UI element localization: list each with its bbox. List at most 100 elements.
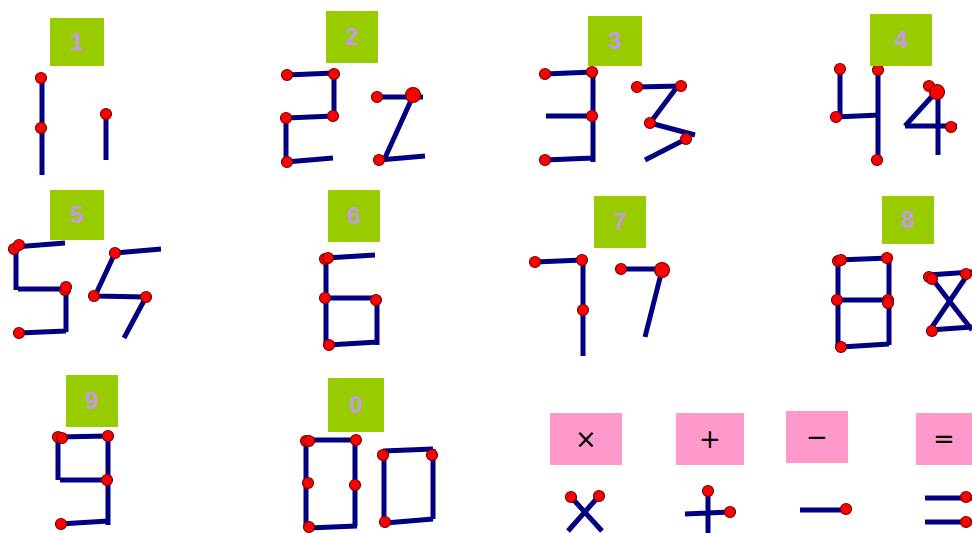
digit-tag: 4 (870, 14, 932, 66)
match-head (282, 157, 293, 168)
match-head (725, 507, 736, 518)
matchstick-four (831, 64, 958, 166)
match-head (873, 65, 884, 76)
match-head (378, 450, 389, 461)
match-head (371, 295, 382, 306)
match-head (281, 113, 292, 124)
match-head (961, 492, 972, 503)
match-head (645, 118, 656, 129)
match-head (61, 282, 72, 293)
matchstick-seven (530, 255, 670, 357)
operator-label: + (699, 426, 721, 452)
operator-tag: × (550, 413, 622, 465)
match-head (578, 305, 589, 316)
matchstick-figure (838, 258, 972, 347)
matchstick-figure (305, 440, 433, 528)
match-head (841, 504, 852, 515)
match-head (831, 112, 842, 123)
match-head (372, 92, 383, 103)
match-head (14, 240, 25, 251)
match-head (374, 155, 385, 166)
digit-label: 3 (608, 29, 621, 53)
match-head (406, 88, 421, 103)
digit-label: 7 (613, 210, 626, 234)
match-head (14, 328, 25, 339)
match-head (323, 253, 334, 264)
matchstick-figure (545, 72, 695, 162)
operator-label: × (575, 426, 597, 452)
matchstick-two (281, 69, 426, 168)
digit-tag: 7 (594, 196, 646, 248)
match-head (587, 67, 598, 78)
digit-label: 5 (70, 203, 83, 227)
match-head (566, 492, 577, 503)
matchstick-eight (832, 253, 972, 353)
match-head (303, 478, 314, 489)
match-head (103, 431, 114, 442)
match-head (530, 257, 541, 268)
digit-tag: 6 (328, 190, 380, 242)
matchstick-figure (42, 78, 106, 175)
match-head (961, 269, 972, 280)
matchstick-minus (800, 504, 852, 515)
digit-label: 8 (901, 208, 914, 232)
match-head (102, 475, 113, 486)
digit-label: 9 (85, 389, 98, 413)
matchstick-nine (53, 431, 114, 530)
match-head (57, 433, 68, 444)
match-head (89, 291, 100, 302)
match-head (961, 517, 972, 528)
digit-tag: 9 (66, 375, 118, 427)
match-head (836, 255, 847, 266)
match-head (594, 491, 605, 502)
matchstick-one (36, 73, 112, 176)
matchstick-five (9, 240, 162, 339)
matchstick-figure (535, 260, 662, 356)
match-head (320, 293, 331, 304)
match-head (577, 255, 588, 266)
match-head (540, 155, 551, 166)
operator-label: − (806, 424, 828, 450)
match-head (350, 480, 361, 491)
operator-tag: + (676, 413, 744, 465)
digit-tag: 1 (50, 18, 104, 66)
match-head (836, 342, 847, 353)
digit-tag: 8 (882, 196, 934, 244)
match-head (110, 248, 121, 259)
match-head (36, 123, 47, 134)
match-head (101, 109, 112, 120)
matchstick-figure (286, 73, 425, 162)
digit-label: 4 (894, 28, 907, 52)
match-head (832, 295, 843, 306)
matchstick-figure (800, 508, 845, 513)
match-head (587, 111, 598, 122)
match-head (703, 486, 714, 497)
matchstick-figure (14, 243, 161, 338)
match-head (655, 263, 670, 278)
match-head (141, 292, 152, 303)
match-head (56, 519, 67, 530)
match-head (324, 340, 335, 351)
match-head (927, 326, 938, 337)
match-head (632, 82, 643, 93)
match-head (946, 122, 957, 133)
operator-tag: = (916, 413, 972, 465)
digit-label: 1 (70, 30, 83, 54)
match-head (329, 69, 340, 80)
match-head (380, 517, 391, 528)
match-head (883, 298, 894, 309)
matchstick-figure (685, 491, 730, 533)
matchstick-six (320, 253, 382, 351)
match-head (304, 522, 315, 533)
matchstick-zero (301, 435, 438, 533)
digit-tag: 2 (326, 11, 378, 63)
matchstick-three (540, 67, 696, 166)
matchstick-plus (685, 486, 736, 533)
match-head (872, 155, 883, 166)
operator-label: = (933, 426, 955, 452)
match-head (835, 64, 846, 75)
match-head (930, 85, 945, 100)
operator-tag: − (786, 411, 848, 463)
matchstick-equals (925, 492, 972, 528)
